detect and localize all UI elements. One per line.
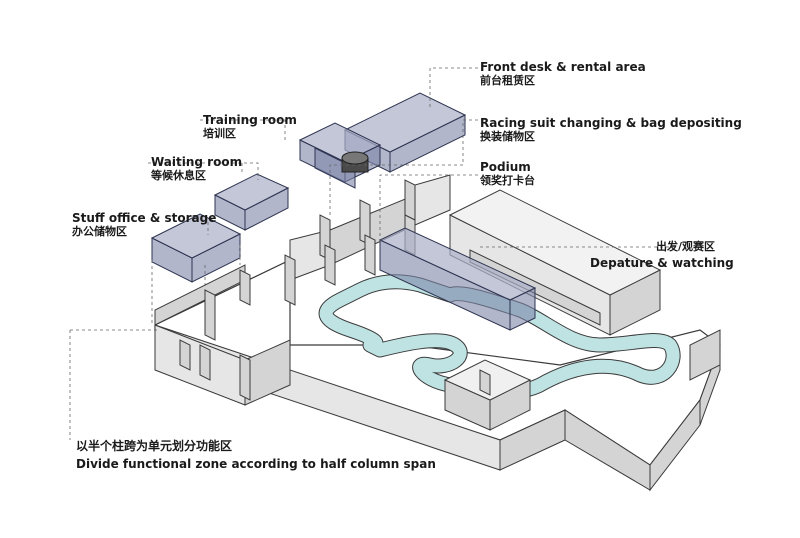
- label-bottom-note: 以半个柱跨为单元划分功能区 Divide functional zone acc…: [76, 439, 436, 472]
- label-waiting-cn: 等候休息区: [151, 168, 206, 182]
- label-waiting-en: Waiting room: [151, 155, 243, 169]
- label-waiting: Waiting room 等候休息区: [151, 155, 243, 182]
- label-departure-en: Depature & watching: [590, 255, 734, 270]
- label-racing-suit-cn: 换装储物区: [480, 129, 535, 143]
- label-podium: Podium 领奖打卡台: [480, 160, 535, 187]
- label-stuff-office: Stuff office & storage 办公储物区: [72, 211, 217, 238]
- waiting-block: [213, 173, 290, 231]
- training-block: [298, 122, 382, 189]
- office-block: [150, 213, 242, 283]
- label-training-cn: 培训区: [203, 126, 236, 140]
- label-stuff-office-cn: 办公储物区: [72, 224, 127, 238]
- label-bottom-note-cn: 以半个柱跨为单元划分功能区: [76, 439, 233, 453]
- label-training: Training room 培训区: [203, 113, 297, 140]
- label-front-desk-cn: 前台租赁区: [480, 73, 535, 87]
- perimeter-walls: [154, 174, 721, 406]
- label-front-desk: Front desk & rental area 前台租赁区: [480, 60, 646, 87]
- label-stuff-office-en: Stuff office & storage: [72, 211, 217, 225]
- center-block: [443, 359, 532, 431]
- label-podium-en: Podium: [480, 160, 531, 174]
- leader-lines: [69, 67, 675, 440]
- label-bottom-note-en: Divide functional zone according to half…: [76, 456, 436, 471]
- label-training-en: Training room: [203, 113, 297, 127]
- label-departure: 出发/观赛区 Depature & watching: [590, 240, 734, 270]
- label-departure-cn: 出发/观赛区: [655, 240, 715, 253]
- podium-block: [378, 227, 537, 331]
- label-podium-cn: 领奖打卡台: [480, 173, 535, 187]
- label-front-desk-en: Front desk & rental area: [480, 60, 646, 74]
- label-racing-suit: Racing suit changing & bag depositing 换装…: [480, 116, 742, 143]
- label-racing-suit-en: Racing suit changing & bag depositing: [480, 116, 742, 130]
